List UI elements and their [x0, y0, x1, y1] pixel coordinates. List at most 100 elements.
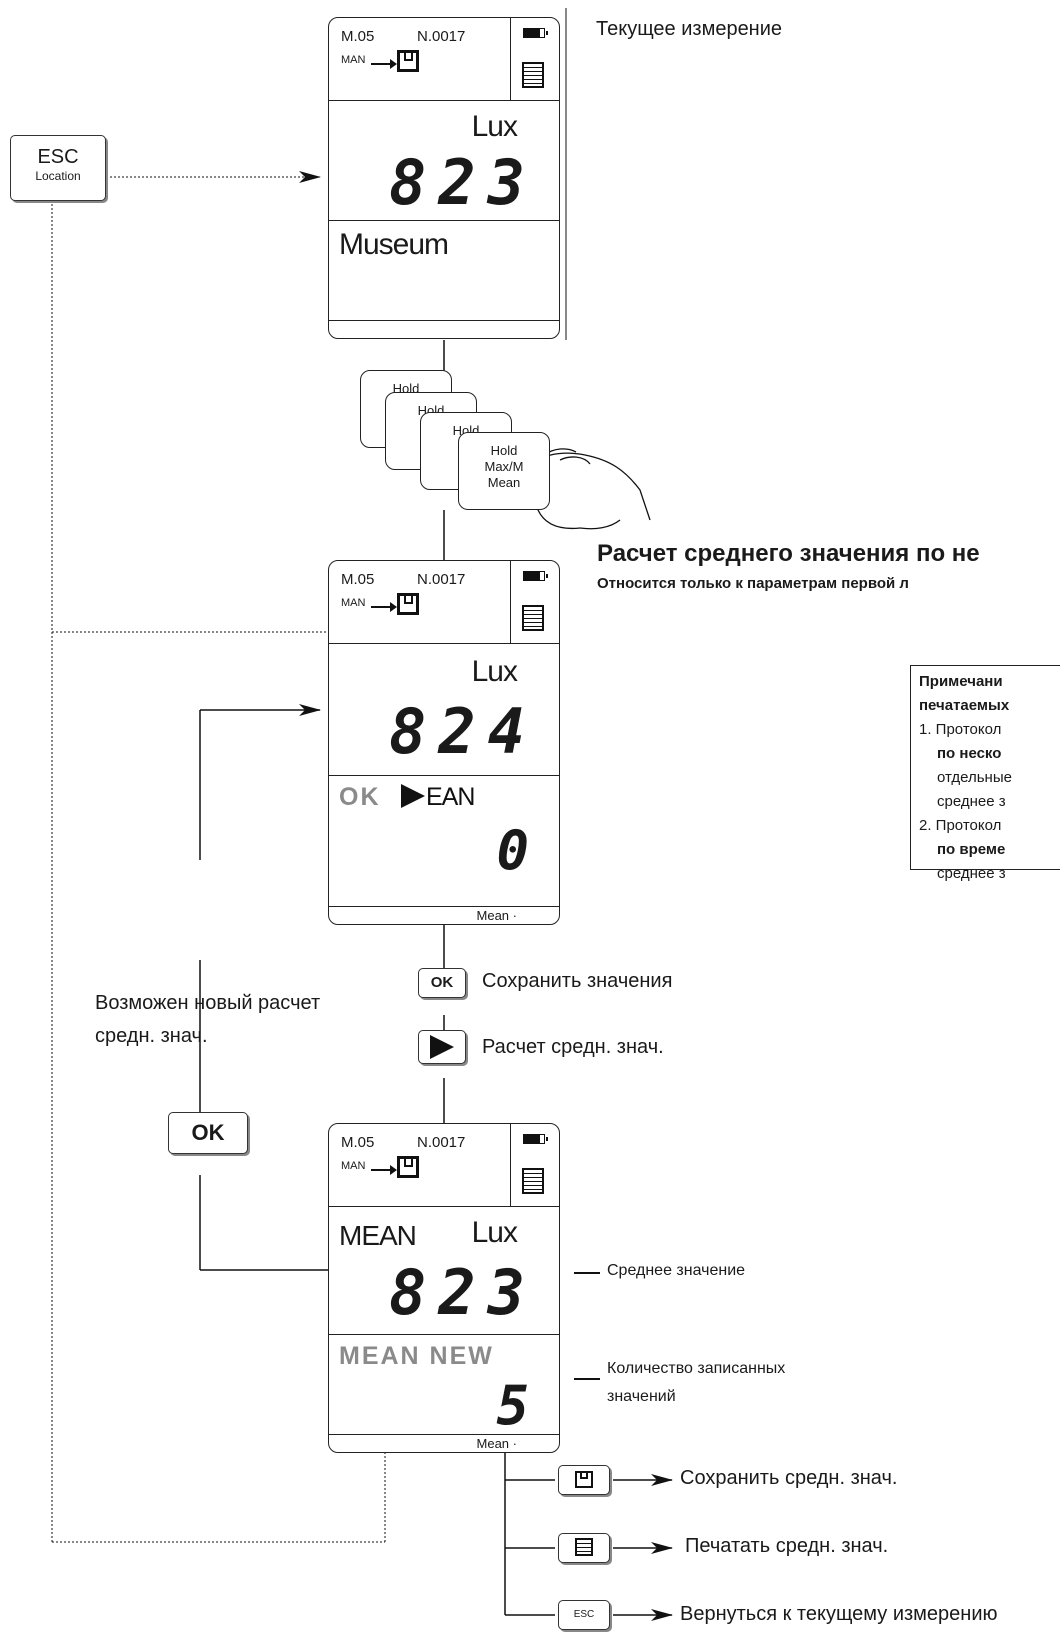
floppy-icon [575, 1471, 593, 1488]
lcd-location-area: Museum [329, 220, 559, 320]
mean-value: 823 [389, 1256, 537, 1329]
printer-icon [522, 1168, 544, 1194]
printer-icon [522, 62, 544, 88]
lcd-mean-area: OK EAN 0 [329, 775, 559, 905]
note-line: среднее з [937, 865, 1006, 882]
floppy-icon [397, 593, 419, 615]
keycard-line: Max/M [484, 459, 524, 474]
print-mean-caption: Печатать средн. знач. [685, 1535, 889, 1557]
lcd-bottom-bar: Mean · [329, 1434, 559, 1452]
current-measurement-caption: Текущее измерение [596, 18, 783, 40]
play-icon [401, 784, 425, 808]
mean-word: EAN [426, 783, 475, 811]
keycard-line: Mean [487, 475, 521, 490]
ok-key-label: OK [191, 1120, 225, 1145]
bar-mean-label: Mean [476, 1436, 510, 1451]
ok-key-new-calc[interactable]: OK [168, 1112, 248, 1154]
location-key-label: Location [35, 169, 81, 183]
man-mode-label: MAN [341, 1160, 366, 1172]
return-caption: Вернуться к текущему измерению [680, 1603, 998, 1625]
note-line: среднее з [937, 793, 1006, 810]
recorded-count: 5 [496, 1374, 529, 1437]
battery-icon [523, 1134, 548, 1144]
note-line: печатаемых [919, 697, 1010, 714]
lcd-icon-column [510, 1124, 559, 1206]
lcd-bottom-bar: Mean · [329, 906, 559, 924]
battery-icon [523, 571, 548, 581]
esc-key-label: ESC [573, 1609, 595, 1620]
recorded-count-caption-1: Количество записанных [607, 1360, 786, 1377]
save-mean-caption: Сохранить средн. знач. [680, 1467, 898, 1489]
memory-label: M.05 [341, 1134, 375, 1151]
note-line: по време [937, 841, 1006, 858]
section-subtitle: Относится только к параметрам первой л [597, 575, 909, 592]
arrow-icon [371, 1165, 397, 1175]
lcd-screen-mean-result: M.05 N.0017 MAN MEAN Lux 823 MEAN NEW 5 … [328, 1123, 560, 1453]
play-icon [429, 1035, 454, 1059]
recorded-count-caption-2: значений [607, 1388, 676, 1405]
man-mode-label: MAN [341, 597, 366, 609]
lcd-reading-area: MEAN Lux 823 [329, 1206, 559, 1335]
avg-pointer [574, 1272, 600, 1274]
lcd-icon-column [510, 18, 559, 100]
arrow-icon [371, 602, 397, 612]
mean-new-text: MEAN NEW [339, 1342, 494, 1370]
save-key[interactable] [558, 1465, 610, 1495]
location-name: Museum [339, 228, 449, 261]
lcd-bottom-bar [329, 320, 559, 338]
keycard-line: Hold [490, 443, 518, 458]
printer-icon [575, 1538, 593, 1556]
save-values-caption: Сохранить значения [482, 970, 673, 992]
section-title: Расчет среднего значения по не [597, 540, 980, 567]
note-line: 2. Протокол [919, 817, 1002, 834]
new-calc-caption-line1: Возможен новый расчет [95, 992, 321, 1014]
record-number: N.0017 [417, 1134, 466, 1151]
record-number: N.0017 [417, 571, 466, 588]
memory-label: M.05 [341, 28, 375, 45]
mean-count: 0 [496, 819, 529, 882]
record-number: N.0017 [417, 28, 466, 45]
note-box: Примечани печатаемых 1. Протокол по неск… [910, 665, 1060, 882]
mean-function-key[interactable]: Hold Max/M Mean [458, 432, 550, 510]
memory-label: M.05 [341, 571, 375, 588]
play-key[interactable] [418, 1030, 466, 1064]
calc-mean-caption: Расчет средн. знач. [482, 1036, 664, 1058]
lcd-count-area: MEAN NEW 5 [329, 1334, 559, 1437]
average-value-caption: Среднее значение [607, 1262, 746, 1279]
ok-key-small[interactable]: OK [418, 968, 466, 998]
lcd-status-bar: M.05 N.0017 MAN [329, 561, 559, 644]
unit-label: Lux [471, 110, 518, 143]
printer-icon [522, 605, 544, 631]
esc-key-small[interactable]: ESC [558, 1600, 610, 1630]
mean-word: MEAN [339, 1220, 417, 1251]
man-mode-label: MAN [341, 54, 366, 66]
note-line: 1. Протокол [919, 721, 1002, 738]
lcd-icon-column [510, 561, 559, 643]
floppy-icon [397, 1156, 419, 1178]
note-line: Примечани [919, 673, 1003, 690]
note-line: отдельные [937, 769, 1012, 786]
lcd-status-bar: M.05 N.0017 MAN [329, 1124, 559, 1207]
print-key[interactable] [558, 1533, 610, 1563]
lcd-status-bar: M.05 N.0017 MAN [329, 18, 559, 101]
new-calc-caption-line2: средн. знач. [95, 1025, 208, 1047]
reading-value: 824 [389, 695, 537, 768]
unit-label: Lux [471, 655, 518, 688]
lcd-reading-area: Lux 824 [329, 643, 559, 776]
battery-icon [523, 28, 548, 38]
floppy-icon [397, 50, 419, 72]
ok-key-label: OK [430, 974, 454, 991]
esc-key-label: ESC [37, 146, 79, 168]
ok-grey-text: OK [339, 783, 381, 811]
lcd-screen-mean-input: M.05 N.0017 MAN Lux 824 OK EAN 0 Mean · [328, 560, 560, 925]
mean-text: EAN [401, 783, 475, 812]
arrow-icon [371, 59, 397, 69]
lcd-screen-current: M.05 N.0017 MAN Lux 823 Museum [328, 17, 560, 339]
count-pointer [574, 1378, 600, 1380]
lcd-reading-area: Lux 823 [329, 100, 559, 221]
esc-location-key[interactable]: ESC Location [10, 135, 106, 201]
unit-label: Lux [471, 1216, 518, 1249]
note-line: по неско [937, 745, 1002, 762]
reading-value: 823 [389, 146, 537, 219]
